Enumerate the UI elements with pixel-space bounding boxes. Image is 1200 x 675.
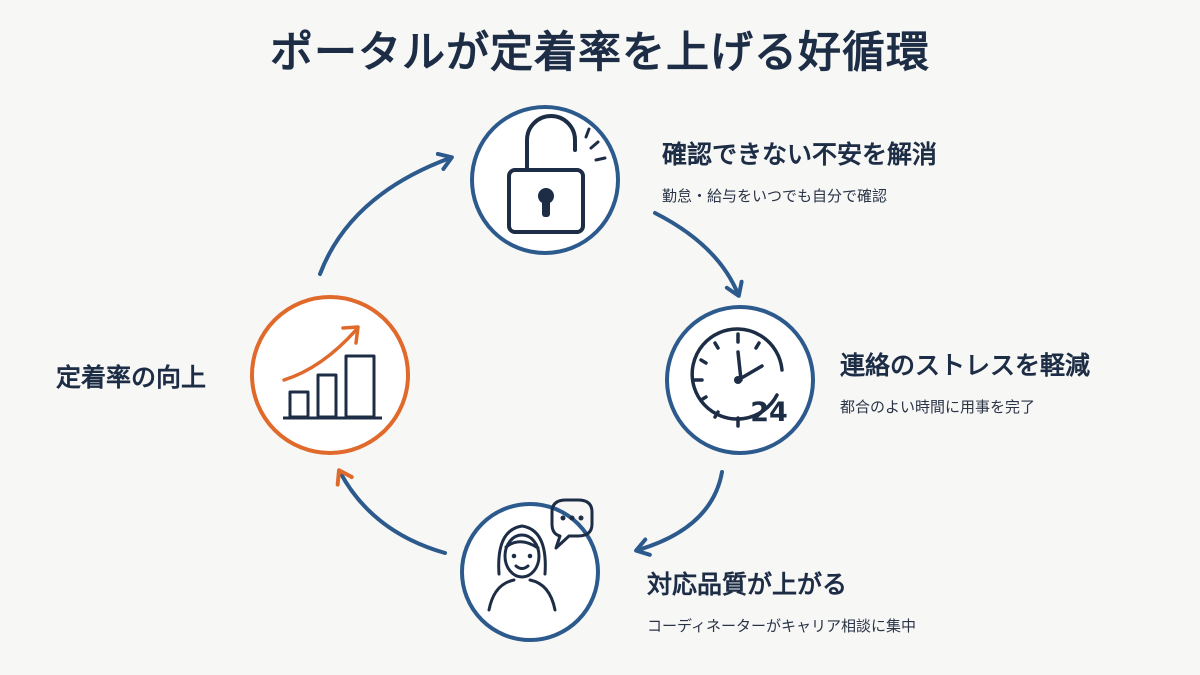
arrow-right-to-bottom — [634, 470, 724, 557]
arrow-left-to-top — [318, 151, 454, 276]
arrow-bottom-to-left — [335, 468, 447, 555]
label-person: 対応品質が上がる コーディネーターがキャリア相談に集中 — [647, 565, 916, 636]
sub-unlock: 勤怠・給与をいつでも自分で確認 — [662, 187, 888, 205]
node-unlock — [470, 105, 620, 255]
node-person — [460, 498, 600, 642]
clock-badge: 24 — [750, 397, 788, 428]
page-title: ポータルが定着率を上げる好循環 — [270, 28, 930, 78]
node-clock: 24 — [665, 305, 815, 455]
sub-person: コーディネーターがキャリア相談に集中 — [647, 617, 916, 635]
heading-clock: 連絡のストレスを軽減 — [840, 351, 1091, 380]
heading-unlock: 確認できない不安を解消 — [662, 140, 938, 169]
arrow-top-to-right — [653, 211, 744, 298]
clock-24-icon — [690, 327, 784, 428]
person-chat-icon — [487, 498, 594, 612]
label-growth: 定着率の向上 — [56, 358, 206, 394]
node-growth — [250, 295, 410, 455]
label-clock: 連絡のストレスを軽減 都合のよい時間に用事を完了 — [840, 346, 1090, 417]
unlock-icon — [507, 114, 607, 234]
heading-person: 対応品質が上がる — [647, 570, 848, 599]
label-unlock: 確認できない不安を解消 勤怠・給与をいつでも自分で確認 — [662, 135, 937, 206]
sub-clock: 都合のよい時間に用事を完了 — [840, 398, 1036, 416]
growth-chart-icon — [283, 354, 382, 420]
heading-growth: 定着率の向上 — [56, 363, 207, 392]
